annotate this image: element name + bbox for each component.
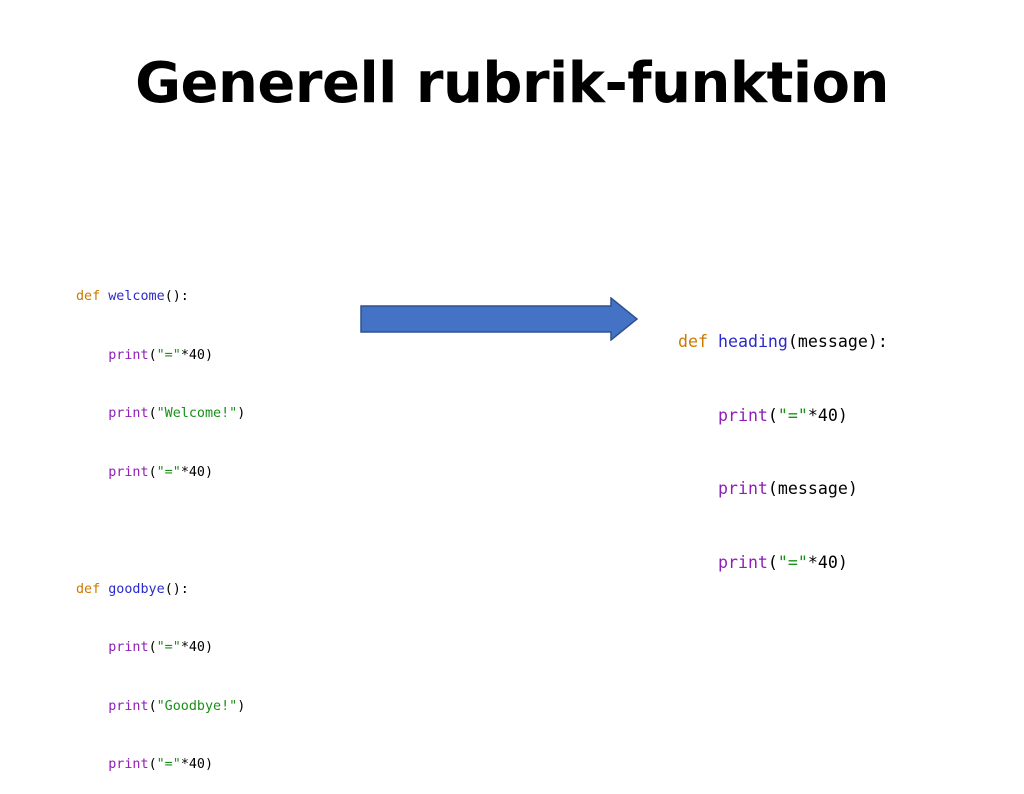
code-line-print: print("="*40) [717, 405, 848, 425]
string-literal: "=" [156, 757, 181, 772]
code-line-print: print("Welcome!") [108, 406, 246, 421]
keyword-def: def [678, 332, 708, 351]
right-arrow-icon [360, 297, 639, 341]
string-literal: "=" [156, 640, 181, 655]
code-punctuation: (): [164, 289, 189, 304]
code-punctuation: (): [164, 581, 189, 597]
string-literal: "=" [156, 464, 181, 480]
code-punctuation: (message): [787, 332, 888, 351]
function-name-welcome: welcome [108, 289, 165, 304]
code-line-def-heading: def heading(message): [678, 330, 888, 355]
code-line-print: print("Goodbye!") [108, 698, 246, 714]
function-name-heading: heading [717, 332, 788, 351]
keyword-def: def [76, 289, 101, 304]
builtin-print: print [108, 406, 149, 421]
string-literal: "Welcome!" [156, 406, 238, 421]
arrow-shape [360, 297, 639, 341]
code-line-print: print("="*40) [108, 464, 214, 480]
code-snippet-before: def welcome(): print("="*40) print("Welc… [76, 248, 245, 794]
builtin-print: print [717, 552, 768, 572]
builtin-print: print [717, 479, 768, 498]
builtin-print: print [108, 757, 149, 772]
code-line-print: print(message) [717, 479, 858, 498]
slide-title: Generell rubrik-funktion [135, 51, 889, 116]
code-line-print: print("="*40) [108, 347, 214, 363]
code-line-print: print("="*40) [108, 640, 214, 655]
string-literal: "=" [777, 405, 808, 425]
builtin-print: print [108, 347, 149, 363]
code-line-def-welcome: def welcome(): [76, 287, 245, 307]
builtin-print: print [108, 640, 149, 655]
builtin-print: print [108, 698, 149, 714]
builtin-print: print [108, 464, 149, 480]
code-line-def-goodbye: def goodbye(): [76, 580, 245, 600]
string-literal: "Goodbye!" [156, 698, 238, 714]
code-line-print: print("="*40) [717, 552, 848, 572]
code-snippet-after: def heading(message): print("="*40) prin… [678, 281, 888, 600]
keyword-def: def [76, 581, 101, 597]
string-literal: "=" [156, 347, 181, 363]
string-literal: "=" [777, 552, 808, 572]
code-line-blank [76, 521, 245, 541]
code-line-print: print("="*40) [108, 757, 214, 772]
function-name-goodbye: goodbye [108, 581, 165, 597]
builtin-print: print [717, 405, 768, 425]
